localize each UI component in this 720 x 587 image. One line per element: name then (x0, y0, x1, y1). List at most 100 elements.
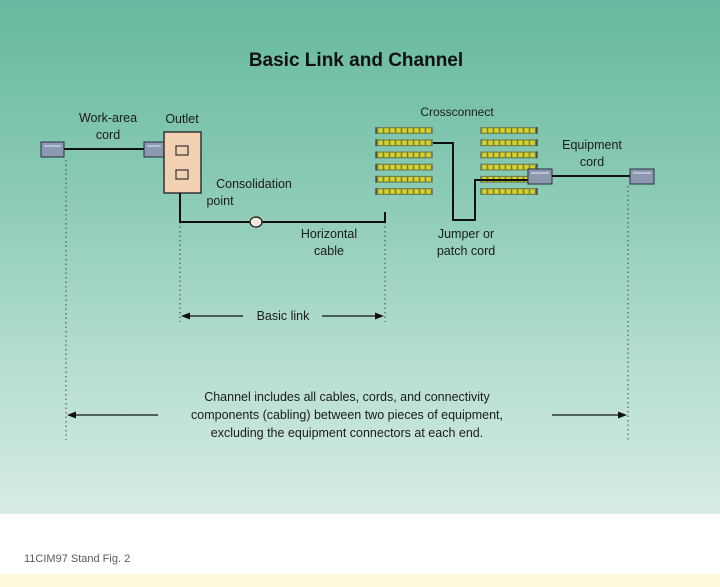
patch-port (401, 188, 408, 195)
patch-port (499, 164, 506, 170)
patch-port (383, 139, 390, 146)
patch-port (407, 127, 414, 134)
patch-port (529, 152, 536, 158)
patch-port (529, 139, 536, 146)
patch-port (505, 152, 512, 158)
consolidation-point-label-line1: Consolidation (216, 177, 292, 191)
patch-port (419, 188, 426, 195)
horizontal-cable-label-line1: Horizontal (301, 227, 357, 241)
diagram-panel: Basic Link and Channel (0, 0, 720, 514)
work-area-connector-right (143, 141, 165, 158)
channel-description-line3: excluding the equipment connectors at ea… (211, 426, 483, 440)
patch-port (523, 188, 530, 195)
reference-lines (65, 160, 629, 440)
patch-port (505, 127, 512, 134)
patch-port (511, 164, 518, 170)
patch-port (401, 176, 408, 183)
patch-port (377, 152, 384, 158)
patch-port (487, 164, 494, 170)
patch-port (523, 152, 530, 158)
channel-dimension (67, 411, 627, 419)
basic-link-dimension (181, 312, 384, 320)
outlet-label: Outlet (165, 112, 199, 126)
patch-port (511, 152, 518, 158)
basic-link-arrowhead-left (181, 312, 190, 320)
patch-port (487, 139, 494, 146)
patch-port (517, 152, 524, 158)
patch-port (407, 188, 414, 195)
patch-port (419, 176, 426, 183)
equipment-cord-label-line2: cord (580, 155, 604, 169)
patch-port (389, 164, 396, 170)
patch-port (517, 188, 524, 195)
patch-port (407, 152, 414, 158)
jumper-patch-cord-label-line1: Jumper or (438, 227, 494, 241)
footer: 11CIM97 Stand Fig. 2 (0, 514, 720, 574)
patch-port (499, 139, 506, 146)
patch-port (389, 127, 396, 134)
basic-link-channel-diagram: Basic Link and Channel (40, 50, 655, 440)
crossconnect-panel-left (375, 127, 433, 195)
crossconnect-label: Crossconnect (420, 105, 494, 119)
equipment-connector-right (629, 168, 655, 185)
patch-port (499, 188, 506, 195)
figure-caption: 11CIM97 Stand Fig. 2 (24, 553, 131, 565)
patch-port (487, 188, 494, 195)
patch-port (395, 127, 402, 134)
patch-port (383, 164, 390, 170)
patch-port (413, 164, 420, 170)
channel-arrowhead-left (67, 411, 76, 419)
patch-port (517, 164, 524, 170)
patch-port (419, 139, 426, 146)
jumper-patch-cord-line (433, 142, 528, 221)
patch-port (413, 176, 420, 183)
patch-port (401, 152, 408, 158)
patch-port (523, 127, 530, 134)
patch-port (401, 139, 408, 146)
patch-port (523, 139, 530, 146)
patch-port (493, 139, 500, 146)
patch-port (377, 176, 384, 183)
consolidation-point-marker (249, 216, 263, 228)
horizontal-cable-line (179, 193, 386, 223)
patch-port (377, 188, 384, 195)
patch-port (523, 164, 530, 170)
patch-port (505, 139, 512, 146)
patch-port (407, 139, 414, 146)
patch-port (419, 164, 426, 170)
patch-port (389, 139, 396, 146)
horizontal-cable-label-line2: cable (314, 244, 344, 258)
jumper-patch-cord-label-line2: patch cord (437, 244, 495, 258)
patch-port (511, 127, 518, 134)
basic-link-label: Basic link (257, 309, 311, 323)
patch-port (481, 152, 488, 158)
equipment-connector-left (527, 168, 553, 185)
patch-port (395, 176, 402, 183)
patch-port (395, 188, 402, 195)
patch-port (481, 188, 488, 195)
work-area-connector-left (40, 141, 65, 158)
patch-port (377, 164, 384, 170)
patch-port (481, 164, 488, 170)
patch-port (407, 164, 414, 170)
channel-arrowhead-right (618, 411, 627, 419)
work-area-cord-label-line1: Work-area (79, 111, 137, 125)
patch-port (413, 139, 420, 146)
patch-port (505, 164, 512, 170)
patch-port (377, 139, 384, 146)
patch-port (383, 127, 390, 134)
patch-port (499, 127, 506, 134)
patch-port (389, 152, 396, 158)
patch-port (481, 139, 488, 146)
patch-port (511, 188, 518, 195)
patch-port (493, 152, 500, 158)
patch-port (401, 164, 408, 170)
patch-port (425, 188, 432, 195)
work-area-cord-label-line2: cord (96, 128, 120, 142)
patch-port (511, 139, 518, 146)
patch-port (383, 188, 390, 195)
patch-port (419, 152, 426, 158)
patch-port (413, 127, 420, 134)
patch-port (377, 127, 384, 134)
